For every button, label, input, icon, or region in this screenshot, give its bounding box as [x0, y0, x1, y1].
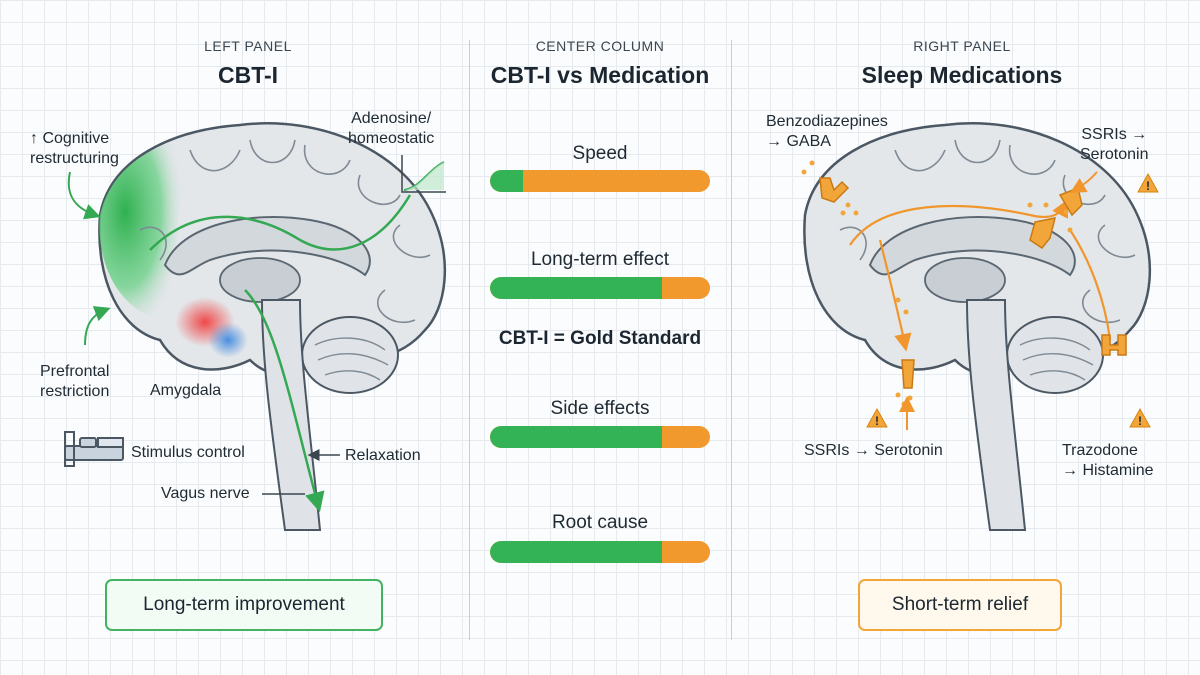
left-panel-kicker: LEFT PANEL	[204, 38, 292, 54]
bar-speed	[490, 170, 710, 192]
bar-label-long-term-effect: Long-term effect	[530, 249, 669, 270]
right-cerebellum	[1006, 316, 1104, 394]
bar-long-term-effect	[490, 277, 710, 299]
bar-long-term-cbt-fill	[490, 277, 662, 299]
right-pathway-loop	[849, 199, 1068, 246]
bar-label-side-effects: Side effects	[550, 398, 650, 419]
right-pathway-right	[1069, 229, 1112, 341]
warning-icon: !	[1137, 172, 1159, 193]
bar-side-effects	[490, 426, 710, 448]
center-column-kicker: CENTER COLUMN	[535, 38, 665, 54]
label-ssri-bottom: SSRIs → Serotonin	[804, 442, 943, 459]
right-pathway-down	[878, 239, 912, 352]
label-cognitive: ↑ Cognitive restructuring	[30, 130, 119, 167]
bar-side-effects-cbt-fill	[490, 426, 662, 448]
right-brainstem	[965, 299, 1027, 531]
arrow-ssri-top	[1069, 171, 1098, 193]
right-panel-title: Sleep Medications	[861, 62, 1063, 88]
label-trazodone: Trazodone → Histamine	[1062, 442, 1154, 479]
left-corpus-callosum	[163, 216, 371, 277]
center-column-title: CBT-I vs Medication	[490, 62, 710, 88]
right-panel-kicker: RIGHT PANEL	[913, 38, 1011, 54]
label-prefrontal: Prefrontal restriction	[40, 363, 110, 400]
curve-graph-icon	[401, 155, 446, 193]
label-stimulus-control: Stimulus control	[131, 444, 245, 461]
bar-root-cause-cbt-fill	[490, 541, 662, 563]
warning-icon: !	[866, 407, 888, 428]
right-brain-diagram: ! ! !	[801, 122, 1159, 531]
long-term-improvement-box: Long-term improvement	[105, 579, 383, 631]
left-cerebellum	[301, 316, 399, 394]
bar-root-cause	[490, 541, 710, 563]
left-thalamus	[219, 257, 301, 303]
left-brain-diagram	[64, 122, 447, 531]
warning-icon: !	[1129, 407, 1151, 428]
left-pathway-cortical	[149, 194, 412, 251]
left-amygdala-blue	[208, 322, 248, 358]
right-thalamus	[924, 257, 1006, 303]
bar-speed-cbt-fill	[490, 170, 523, 192]
label-ssri-top: SSRIs → Serotonin	[1080, 126, 1149, 163]
arrow-prefrontal	[84, 306, 111, 346]
bar-label-root-cause: Root cause	[551, 512, 649, 533]
gold-standard-label: CBT-I = Gold Standard	[498, 328, 702, 349]
svg-text:!: !	[1138, 414, 1142, 428]
svg-text:!: !	[875, 414, 879, 428]
bar-label-speed: Speed	[572, 143, 628, 164]
left-brainstem	[260, 299, 322, 531]
label-amygdala: Amygdala	[150, 382, 222, 399]
left-pathway-vagus	[244, 289, 325, 513]
short-term-relief-box: Short-term relief	[858, 579, 1062, 631]
left-panel-title: CBT-I	[217, 62, 279, 88]
label-relaxation: Relaxation	[345, 447, 421, 464]
label-benzodiazepines: Benzodiazepines → GABA	[766, 113, 888, 150]
label-adenosine: Adenosine/ homeostatic	[348, 110, 435, 147]
label-vagus-nerve: Vagus nerve	[161, 485, 250, 502]
right-corpus-callosum	[868, 216, 1076, 277]
left-brain-green-region	[99, 140, 185, 320]
bed-icon	[64, 431, 124, 467]
arrow-cognitive	[67, 171, 101, 220]
divider-right	[731, 40, 732, 640]
svg-text:!: !	[1146, 179, 1150, 193]
divider-left	[469, 40, 470, 640]
